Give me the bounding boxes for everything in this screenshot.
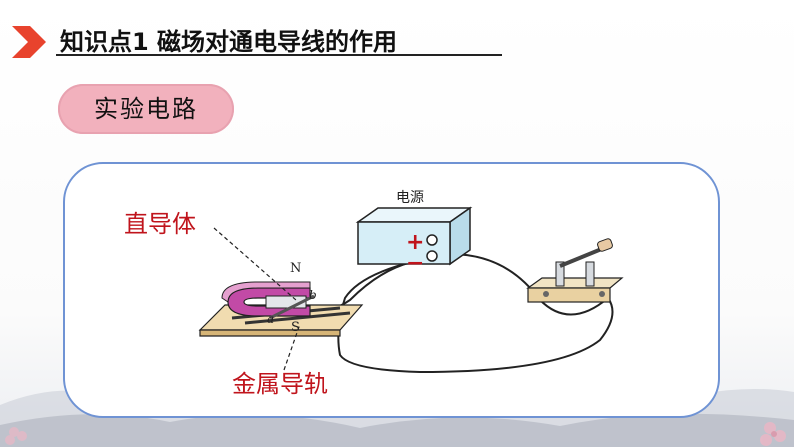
minus-sign: − — [406, 251, 424, 276]
leader-rail — [283, 323, 301, 371]
section-label: 实验电路 — [94, 95, 198, 123]
section-pill: 实验电路 — [58, 84, 234, 134]
conductor-label: 直导体 — [124, 210, 196, 238]
horseshoe-magnet — [221, 281, 311, 317]
rail-label: 金属导轨 — [232, 370, 328, 398]
flower-decoration-left — [5, 427, 27, 445]
b-label: b — [309, 288, 317, 302]
chevron-right-icon — [12, 26, 46, 58]
flower-decoration-right — [760, 422, 786, 446]
title-underline — [56, 54, 502, 56]
s-label: S — [291, 320, 300, 335]
plus-sign: + — [406, 230, 424, 255]
a-label: a — [267, 312, 274, 326]
title-bar: 知识点1 磁场对通电导线的作用 — [0, 10, 500, 58]
switch — [526, 238, 624, 303]
power-supply — [355, 206, 473, 266]
wire-bottom — [337, 261, 614, 374]
power-label: 电源 — [396, 190, 424, 206]
n-label: N — [290, 261, 301, 276]
conductor-rod — [269, 294, 315, 320]
page-title: 知识点1 磁场对通电导线的作用 — [60, 28, 398, 56]
